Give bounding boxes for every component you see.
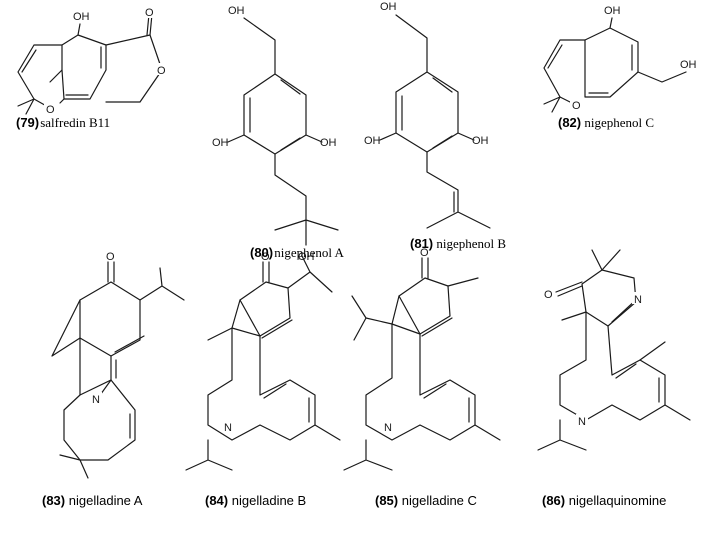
- compound-name: salfredin B11: [40, 115, 110, 130]
- compound-name: nigephenol B: [436, 236, 506, 251]
- atom-hydroxyl-left-80: OH: [212, 137, 229, 149]
- compound-name: nigelladine B: [232, 493, 306, 508]
- compound-number: (85): [375, 493, 398, 508]
- compound-name: nigephenol A: [274, 245, 344, 260]
- structure-85: [343, 257, 501, 471]
- caption-83: (83) nigelladine A: [42, 493, 143, 508]
- compound-number: (84): [205, 493, 228, 508]
- atom-hydroxyl-right-80: OH: [320, 137, 337, 149]
- compound-number: (86): [542, 493, 565, 508]
- compound-number: (83): [42, 493, 65, 508]
- structure-82: [543, 17, 687, 113]
- structure-81: [379, 14, 491, 229]
- atom-labels: OH O O O OH OH OH OH OH OH OH OH OH O O …: [44, 1, 697, 434]
- atom-hydroxyl-79: OH: [73, 11, 90, 23]
- atom-nitrogen-85: N: [384, 422, 392, 434]
- compound-name: nigelladine C: [402, 493, 477, 508]
- atom-nitrogen-86: N: [578, 416, 586, 428]
- atom-hydroxyl-top-82: OH: [604, 5, 621, 17]
- structure-80: [227, 17, 339, 246]
- atom-hydroxyl-right-81: OH: [472, 135, 489, 147]
- caption-84: (84) nigelladine B: [205, 493, 306, 508]
- caption-85: (85) nigelladine C: [375, 493, 477, 508]
- atom-hydroxyl-top-80: OH: [228, 5, 245, 17]
- atom-oxygen-carbonyl-79: O: [145, 7, 154, 19]
- atom-nitrogen-83: N: [92, 394, 100, 406]
- atom-oxygen-ring-79: O: [157, 65, 166, 77]
- atom-oxygen-86: O: [544, 289, 553, 301]
- atom-hydroxyl-left-81: OH: [364, 135, 381, 147]
- compound-captions: (79) salfredin B11 (80) nigephenol A (81…: [16, 115, 666, 508]
- compound-number: (81): [410, 236, 433, 251]
- atom-hydroxyl-top-81: OH: [380, 1, 397, 13]
- caption-81: (81) nigephenol B: [410, 236, 506, 251]
- caption-86: (86) nigellaquinomine: [542, 493, 666, 508]
- compound-name: nigephenol C: [584, 115, 654, 130]
- caption-80: (80) nigephenol A: [250, 245, 345, 260]
- structure-83: [51, 261, 185, 479]
- compound-name: nigelladine A: [69, 493, 143, 508]
- atom-nitrogen-84: N: [224, 422, 232, 434]
- atom-hydroxyl-tail-80: OH: [298, 251, 315, 263]
- atom-hydroxyl-side-82: OH: [680, 59, 697, 71]
- atom-oxygen-83: O: [106, 251, 115, 263]
- structure-86: [537, 249, 691, 451]
- caption-79: (79) salfredin B11: [16, 115, 110, 130]
- atom-oxygen-pyran-82: O: [572, 100, 581, 112]
- compound-name: nigellaquinomine: [569, 493, 667, 508]
- compound-number: (80): [250, 245, 273, 260]
- atom-oxygen-pyran-79: O: [46, 104, 55, 116]
- compound-number: (79): [16, 115, 39, 130]
- atom-oxygen-84: O: [261, 251, 270, 263]
- atom-oxygen-85: O: [420, 247, 429, 259]
- structure-84: [185, 255, 341, 471]
- structure-79: [17, 13, 163, 115]
- compound-number: (82): [558, 115, 581, 130]
- caption-82: (82) nigephenol C: [558, 115, 654, 130]
- atom-nitrogen-imine-86: N: [634, 294, 642, 306]
